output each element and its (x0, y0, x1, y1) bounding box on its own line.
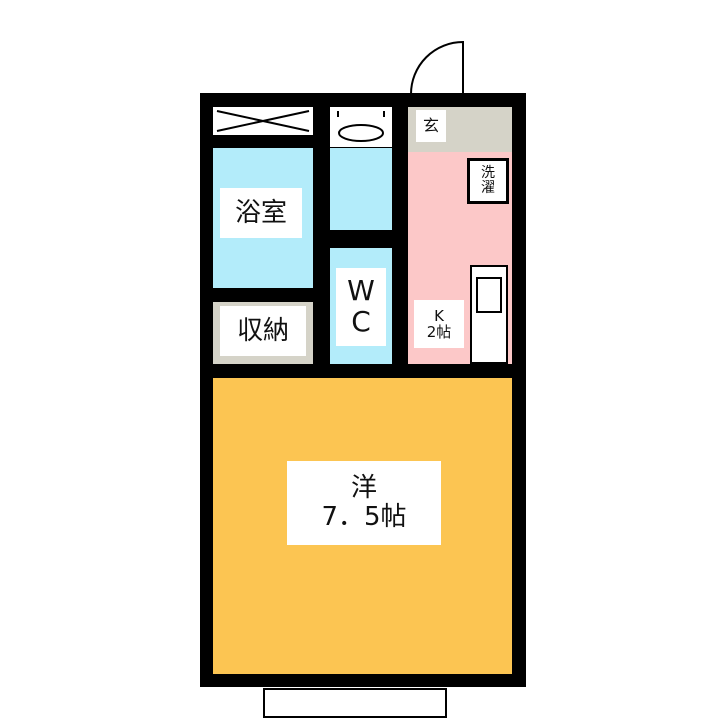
closet-x-icon (216, 110, 310, 132)
storage-label: 収納 (220, 306, 306, 356)
wc-label: W C (336, 268, 386, 346)
kitchen-label: K 2帖 (414, 300, 464, 348)
entrance-label: 玄 (416, 110, 446, 142)
entry-door-icon (410, 40, 464, 95)
washbasin-icon (337, 111, 385, 142)
room-washroom (330, 148, 392, 230)
balcony (263, 688, 447, 718)
washbasin-area (330, 107, 392, 147)
laundry-label: 洗 濯 (467, 158, 509, 204)
sink-icon (476, 277, 502, 313)
bath-label: 浴室 (220, 188, 302, 238)
western-label: 洋 7．5帖 (287, 461, 441, 545)
closet-top (213, 107, 313, 135)
kitchen-counter (470, 265, 508, 364)
